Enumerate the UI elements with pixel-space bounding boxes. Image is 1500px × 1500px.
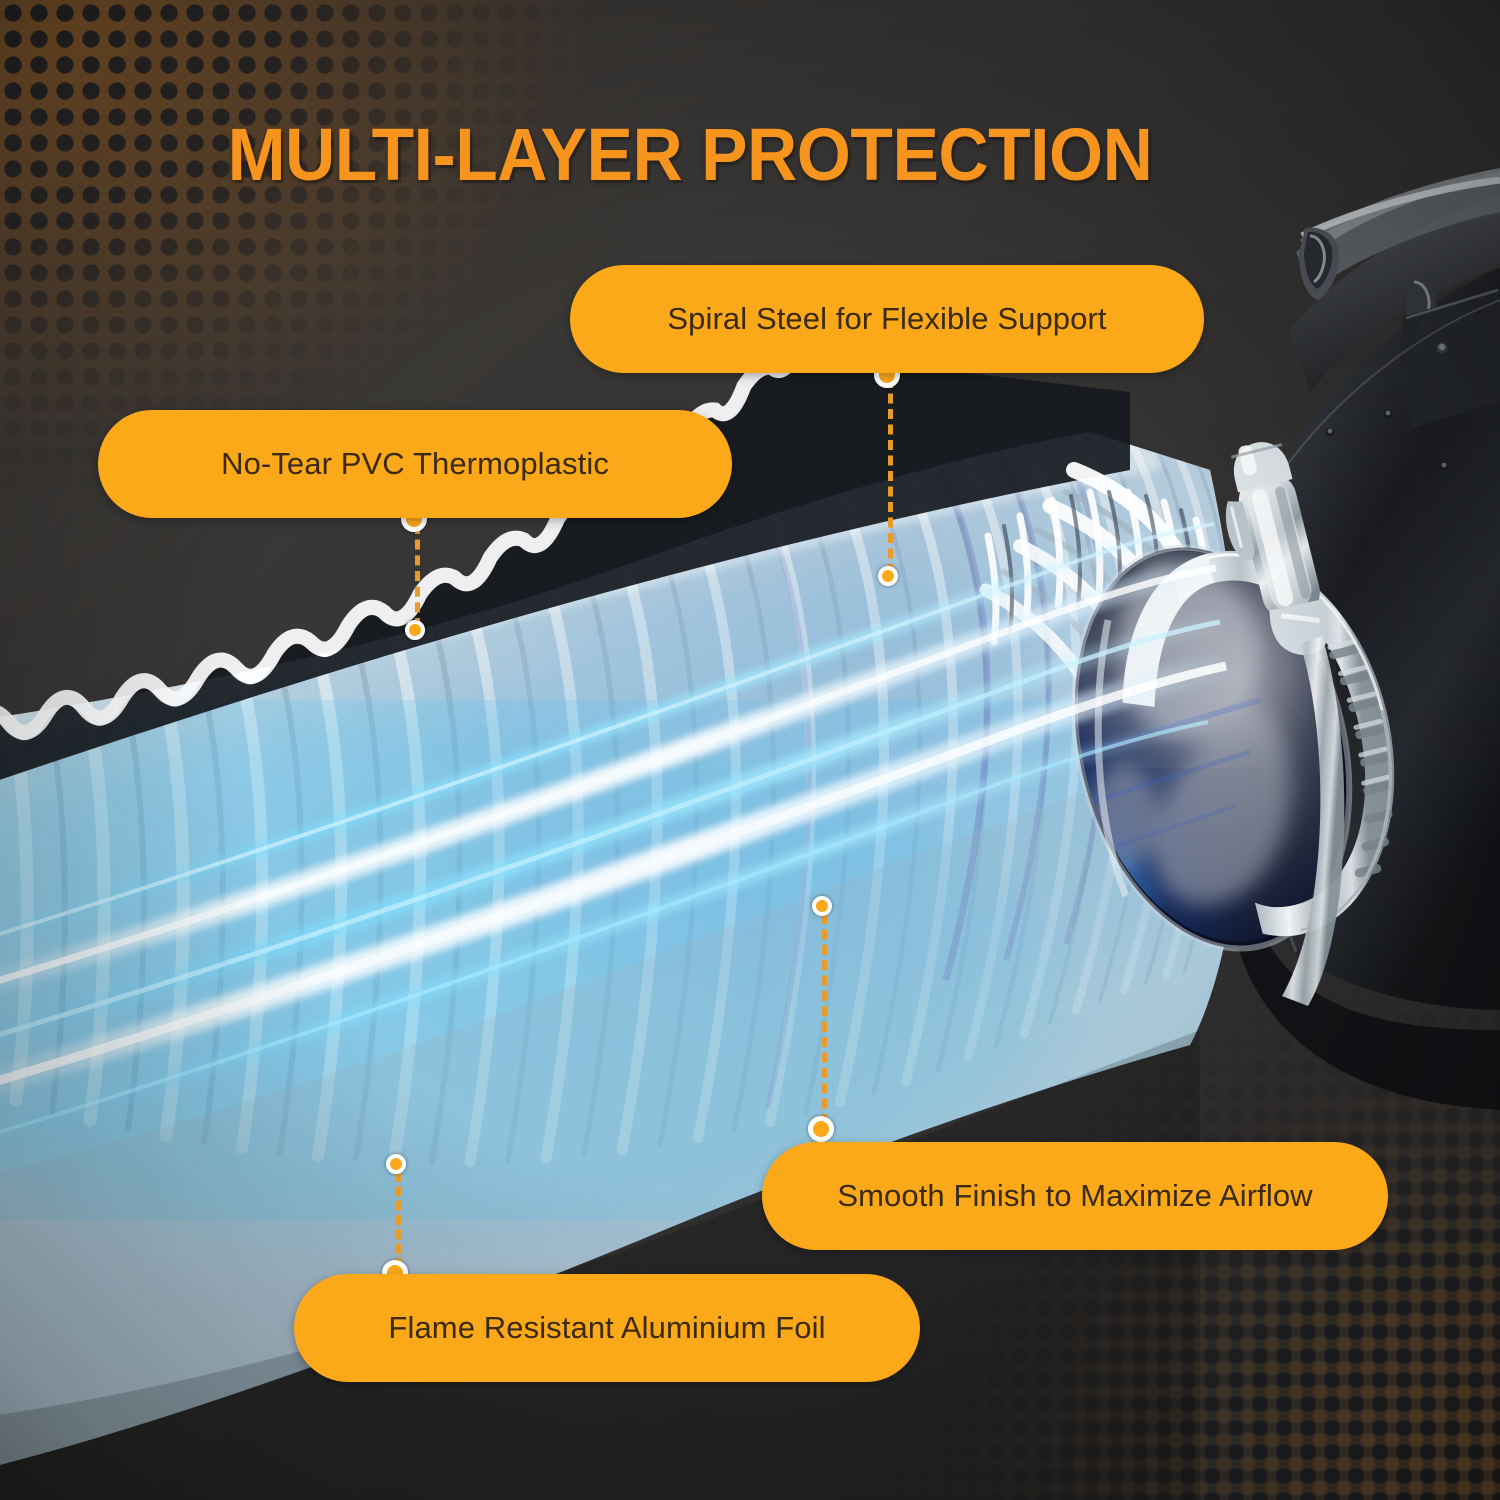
connector-node-bottom-smooth-finish xyxy=(808,1116,834,1142)
connector-node-bottom-pvc-thermoplastic xyxy=(405,620,425,640)
callout-label-spiral-steel: Spiral Steel for Flexible Support xyxy=(667,301,1107,336)
connector-node-bottom-spiral-steel xyxy=(878,566,898,586)
airflow-streaks xyxy=(0,517,1310,1141)
callout-aluminium-foil[interactable]: Flame Resistant Aluminium Foil xyxy=(294,1274,920,1382)
connector-node-top-aluminium-foil xyxy=(386,1154,406,1174)
connector-dash-aluminium-foil xyxy=(396,1172,401,1268)
connector-node-top-smooth-finish xyxy=(812,896,832,916)
callout-label-pvc-thermoplastic: No-Tear PVC Thermoplastic xyxy=(221,446,609,481)
callout-label-smooth-finish: Smooth Finish to Maximize Airflow xyxy=(837,1178,1313,1213)
callout-smooth-finish[interactable]: Smooth Finish to Maximize Airflow xyxy=(762,1142,1388,1250)
connector-dash-spiral-steel xyxy=(888,378,893,574)
connector-dash-smooth-finish xyxy=(822,914,827,1124)
callout-spiral-steel[interactable]: Spiral Steel for Flexible Support xyxy=(570,265,1204,373)
connector-dash-pvc-thermoplastic xyxy=(415,524,420,628)
callout-pvc-thermoplastic[interactable]: No-Tear PVC Thermoplastic xyxy=(98,410,732,518)
callout-label-aluminium-foil: Flame Resistant Aluminium Foil xyxy=(388,1310,826,1345)
page-title: MULTI-LAYER PROTECTION xyxy=(227,113,1153,196)
